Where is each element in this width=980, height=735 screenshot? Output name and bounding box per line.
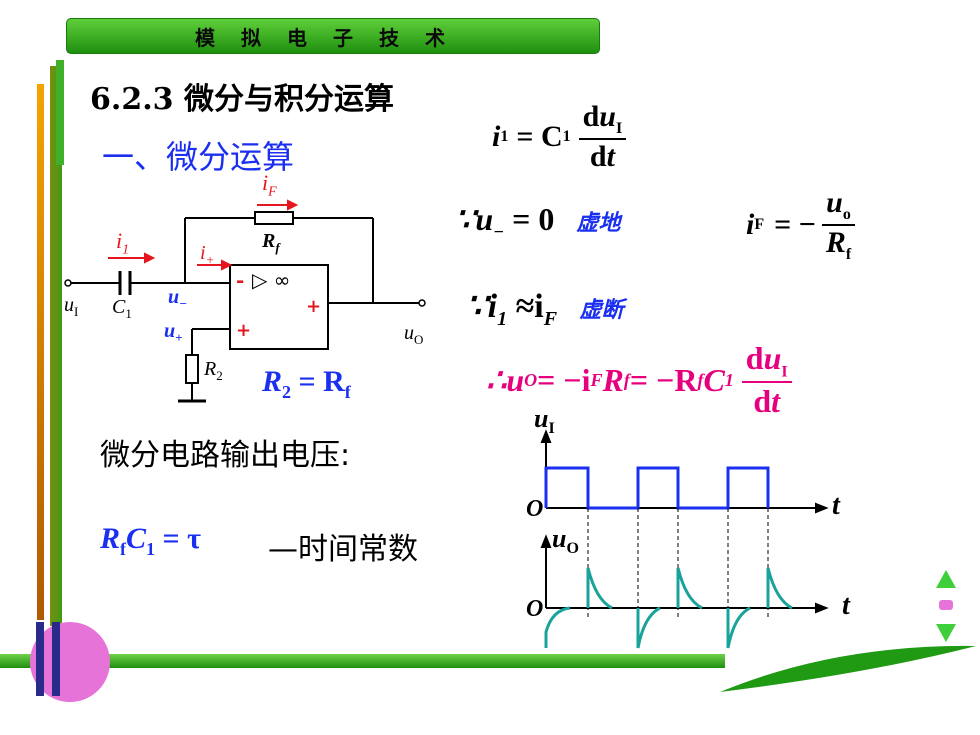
label-iplus: i+	[200, 242, 215, 267]
label-plus-output: +	[306, 296, 322, 317]
waveform-diagram	[540, 429, 829, 649]
label-plus-input: +	[236, 320, 252, 341]
bottom-bar	[0, 654, 725, 668]
bottom-capacitor-plate-2	[52, 622, 60, 696]
label-opamp-symbol: ▷ ∞	[252, 268, 291, 292]
subsection-title: 一、微分运算	[102, 138, 295, 176]
r2-equals-rf: R2 = Rf	[262, 365, 351, 402]
label-uI: uI	[64, 294, 79, 319]
nav-home-icon	[939, 600, 953, 610]
label-uplus: u+	[164, 320, 183, 345]
label-Rf: Rf	[262, 230, 280, 255]
waveform-origin-top: O	[526, 496, 544, 522]
label-minus-input: -	[236, 268, 245, 292]
waveform-uO-label: uO	[552, 524, 579, 558]
label-R2: R2	[204, 358, 223, 383]
nav-controls[interactable]	[932, 566, 960, 646]
waveform-t-top: t	[832, 490, 840, 521]
waveform-t-bottom: t	[842, 590, 850, 621]
section-title: 6.2.3 微分与积分运算	[90, 82, 394, 117]
waveform-uI-label: uI	[534, 404, 555, 438]
banner-title: 模拟电子技术	[195, 25, 471, 50]
header-banner: 模拟电子技术	[66, 18, 600, 54]
label-iF: iF	[262, 170, 277, 200]
equation-virtual-ground: ∵u− = 0 虚地	[455, 201, 621, 242]
swoosh-decoration	[720, 645, 976, 692]
label-uminus: u−	[168, 286, 188, 311]
output-voltage-note: 微分电路输出电压:	[100, 438, 351, 473]
time-constant-expression: RfC1 = τ	[100, 522, 201, 559]
equation-virtual-open: ∵i1 ≈iF 虚断	[466, 288, 624, 330]
left-bar-orange	[37, 84, 44, 620]
waveform-origin-bottom: O	[526, 596, 544, 622]
circuit-diagram	[64, 199, 426, 403]
label-uO: uO	[404, 322, 424, 347]
label-i1: i1	[116, 228, 130, 258]
bottom-capacitor-plate-1	[36, 622, 44, 696]
left-bar-green	[50, 66, 62, 626]
time-constant-label: —时间常数	[268, 532, 418, 567]
left-bar-green-thin	[56, 60, 64, 165]
nav-down-icon	[936, 624, 956, 642]
nav-up-icon	[936, 570, 956, 588]
label-C1: C1	[112, 296, 132, 321]
